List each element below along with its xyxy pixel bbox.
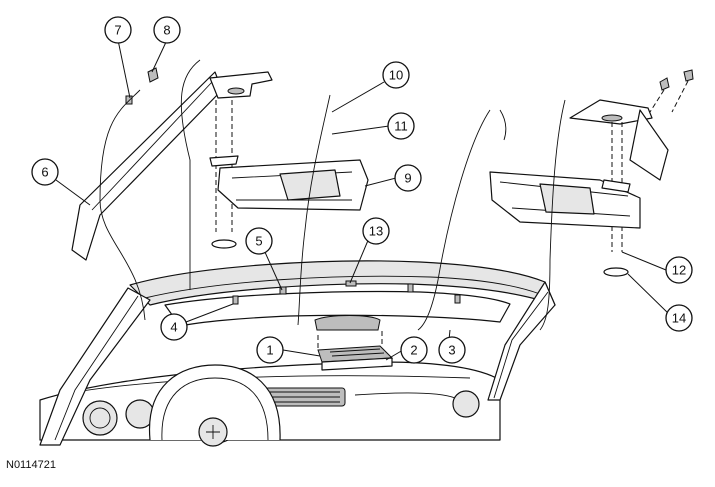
svg-text:6: 6: [41, 165, 48, 180]
callout-3: 3: [438, 336, 466, 364]
callout-2: 2: [400, 336, 428, 364]
callout-10: 10: [382, 61, 410, 89]
svg-text:3: 3: [448, 343, 455, 358]
callout-9: 9: [394, 164, 422, 192]
callout-8: 8: [153, 16, 181, 44]
callout-13: 13: [362, 217, 390, 245]
header-fasteners: [232, 280, 461, 305]
callout-5: 5: [245, 227, 273, 255]
overhead-console: [317, 331, 394, 371]
left-pillar-trim: [71, 67, 223, 261]
svg-text:11: 11: [394, 119, 408, 134]
svg-text:13: 13: [369, 224, 383, 239]
windshield-header: [129, 260, 556, 331]
left-a-pillar: [39, 287, 151, 446]
svg-text:1: 1: [266, 343, 273, 358]
steering-wheel: [148, 364, 281, 447]
right-screws: [649, 69, 694, 113]
callout-4: 4: [160, 313, 188, 341]
callout-12: 12: [665, 256, 693, 284]
svg-text:4: 4: [170, 320, 177, 335]
right-a-pillar: [487, 281, 556, 401]
callout-14: 14: [665, 304, 693, 332]
leader-lines: [55, 39, 672, 361]
svg-text:8: 8: [163, 23, 170, 38]
svg-text:12: 12: [672, 263, 686, 278]
svg-text:2: 2: [410, 343, 417, 358]
figure-reference-id: N0114721: [6, 459, 56, 471]
right-sun-visor: [489, 171, 641, 229]
svg-text:5: 5: [255, 234, 262, 249]
svg-text:14: 14: [672, 311, 686, 326]
svg-text:7: 7: [114, 23, 121, 38]
callout-6: 6: [31, 158, 59, 186]
wiring-harness: [99, 59, 566, 331]
callout-11: 11: [387, 112, 415, 140]
callout-1: 1: [256, 336, 284, 364]
left-sun-visor: [209, 155, 369, 211]
svg-text:10: 10: [389, 68, 403, 83]
svg-text:9: 9: [404, 171, 411, 186]
callout-7: 7: [104, 16, 132, 44]
